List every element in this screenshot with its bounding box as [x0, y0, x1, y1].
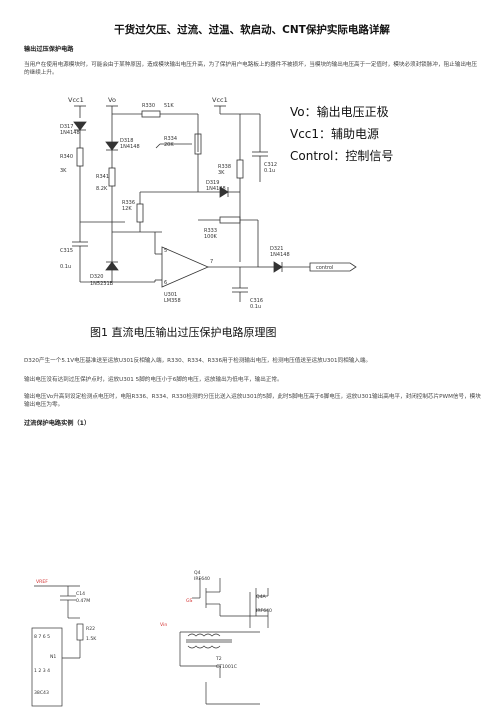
r330-value: 51K — [164, 103, 174, 109]
vcc1-right-label: Vcc1 — [212, 96, 228, 104]
chip-pin-numbers-bottom: 1 2 3 4 — [34, 668, 50, 674]
control-label: control — [316, 265, 333, 271]
legend-control: Control：控制信号 — [290, 149, 393, 163]
r22-label: R22 — [86, 626, 95, 632]
n1-label: N1 — [50, 654, 56, 660]
overvoltage-circuit-diagram: Vcc1 Vo Vcc1 D317 1N4148 R340 3K R330 51… — [60, 96, 393, 339]
d320-value: 1N5231B — [90, 281, 114, 287]
paragraph-normal: 输出电压没有达到过压保护点时，运放U301 5脚的电压小于6脚的电压，运放输出为… — [24, 377, 283, 383]
intro-paragraph: 当用户在使用电源模块时，可能会由于某种原因，造成模块输出电压升高，为了保护用户电… — [24, 62, 478, 77]
section-heading-overcurrent: 过流保护电路实例（1） — [24, 420, 91, 427]
c312-value: 0.1u — [264, 168, 275, 174]
r333-value: 100K — [204, 234, 218, 240]
r341-value: 8.2K — [96, 186, 108, 192]
vcc1-left-label: Vcc1 — [68, 96, 84, 104]
c315-label: C315 — [60, 248, 73, 254]
d319-value: 1N4148 — [206, 186, 226, 192]
pin5-label: 5 — [164, 248, 167, 254]
d319-label: D319 — [206, 180, 219, 186]
document-title: 干货过欠压、过流、过温、软启动、CNT保护实际电路详解 — [114, 24, 390, 36]
t2-value: CT1001C — [216, 664, 237, 670]
t2-label: T2 — [215, 656, 222, 662]
vin-label: Vin — [160, 622, 167, 628]
q4a-value: IRF640 — [256, 608, 272, 614]
c14-label: C14 — [76, 591, 85, 597]
vo-label: Vo — [108, 96, 116, 104]
legend-vo: Vo：输出电压正极 — [290, 104, 389, 119]
r338-label: R338 — [218, 164, 231, 170]
q4a-label: Q4A — [256, 594, 267, 600]
paragraph-protection: 输出电压Vo升高到设定检测点电压时，电阻R336、R334、R330检测的分压比… — [24, 394, 481, 409]
chip-pin-numbers: 8 7 6 5 — [34, 634, 50, 640]
r22-value: 1.5K — [86, 636, 97, 642]
c14-value: 0.47M — [76, 598, 90, 604]
d320-label: D320 — [90, 274, 103, 280]
overcurrent-circuit-diagram: VREF C14 0.47M R22 1.5K 8 7 6 5 N1 38C43… — [31, 570, 272, 707]
d317-label: D317 — [60, 124, 73, 130]
d318-label: D318 — [120, 138, 133, 144]
q4-value: IRF640 — [194, 576, 210, 582]
c316-label: C316 — [250, 298, 263, 304]
u301-label: U301 — [164, 292, 177, 298]
d321-value: 1N4148 — [270, 252, 290, 258]
legend-vcc1: Vcc1：辅助电源 — [290, 127, 379, 141]
d318-value: 1N4148 — [120, 144, 140, 150]
figure-caption: 图1 直流电压输出过压保护电路原理图 — [90, 325, 277, 339]
r340-label: R340 — [60, 154, 73, 160]
u301-value: LM358 — [164, 298, 181, 304]
r334-value: 20K — [164, 142, 174, 148]
q4-label: Q4 — [194, 570, 201, 576]
d321-label: D321 — [270, 246, 283, 252]
r333-label: R333 — [204, 228, 217, 234]
r338-value: 3K — [218, 170, 225, 176]
vref-label: VREF — [36, 579, 48, 585]
d317-value: 1N4148 — [60, 130, 80, 136]
chip-label: 38C43 — [34, 690, 49, 696]
pin7-label: 7 — [210, 259, 213, 265]
c316-value: 0.1u — [250, 304, 261, 310]
paragraph-reference: D320产生一个5.1V电压基准送至运放U301反相输入端，R330、R334、… — [24, 358, 372, 364]
c312-label: C312 — [264, 162, 277, 168]
r340-value: 3K — [60, 168, 67, 174]
r336-label: R336 — [122, 200, 135, 206]
r334-label: R334 — [164, 136, 177, 142]
r330-label: R330 — [142, 103, 155, 109]
pin6-label: 6 — [164, 280, 167, 286]
r341-label: R341 — [96, 174, 109, 180]
section-heading-overvoltage: 输出过压保护电路 — [24, 46, 74, 53]
gs-label: GS — [186, 598, 193, 604]
c315-value: 0.1u — [60, 264, 71, 270]
r336-value: 12K — [122, 206, 132, 212]
